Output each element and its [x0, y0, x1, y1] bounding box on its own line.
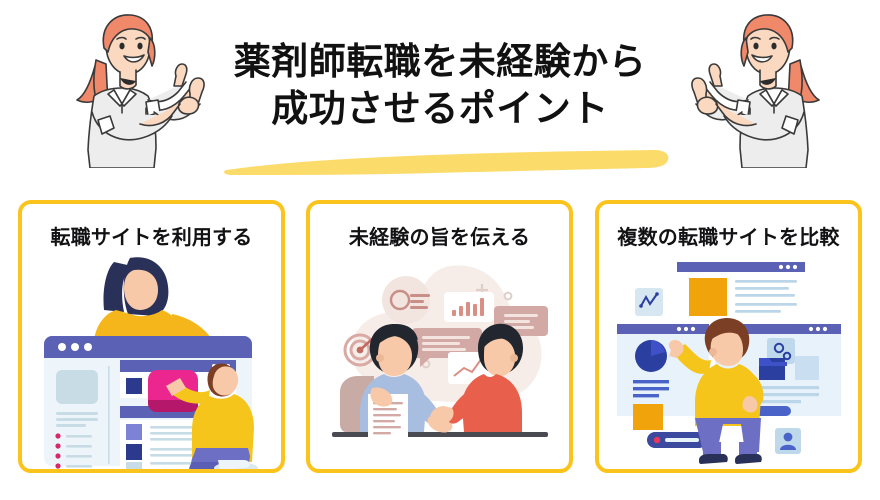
card-1-illustration	[22, 256, 281, 469]
header-section: 薬剤師転職を未経験から 成功させるポイント	[0, 0, 880, 190]
card-3-title: 複数の転職サイトを比較	[617, 227, 840, 249]
page-title-line-1: 薬剤師転職を未経験から	[233, 41, 647, 82]
page-title-line-2: 成功させるポイント	[271, 88, 609, 129]
card-tell-inexperience[interactable]: 未経験の旨を伝える	[306, 200, 573, 473]
illustration-woman-pointing-left	[684, 8, 834, 168]
card-use-job-site[interactable]: 転職サイトを利用する	[18, 200, 285, 473]
title-underline-brush	[222, 148, 672, 176]
card-2-title: 未経験の旨を伝える	[348, 227, 531, 249]
card-2-illustration	[310, 256, 569, 469]
card-3-illustration	[599, 256, 858, 469]
page-title: 薬剤師転職を未経験から 成功させるポイント	[200, 38, 680, 132]
card-compare-job-sites[interactable]: 複数の転職サイトを比較	[595, 200, 862, 473]
card-1-title: 転職サイトを利用する	[50, 227, 253, 249]
illustration-woman-pointing-right	[62, 8, 212, 168]
cards-section: 転職サイトを利用する	[0, 200, 880, 476]
